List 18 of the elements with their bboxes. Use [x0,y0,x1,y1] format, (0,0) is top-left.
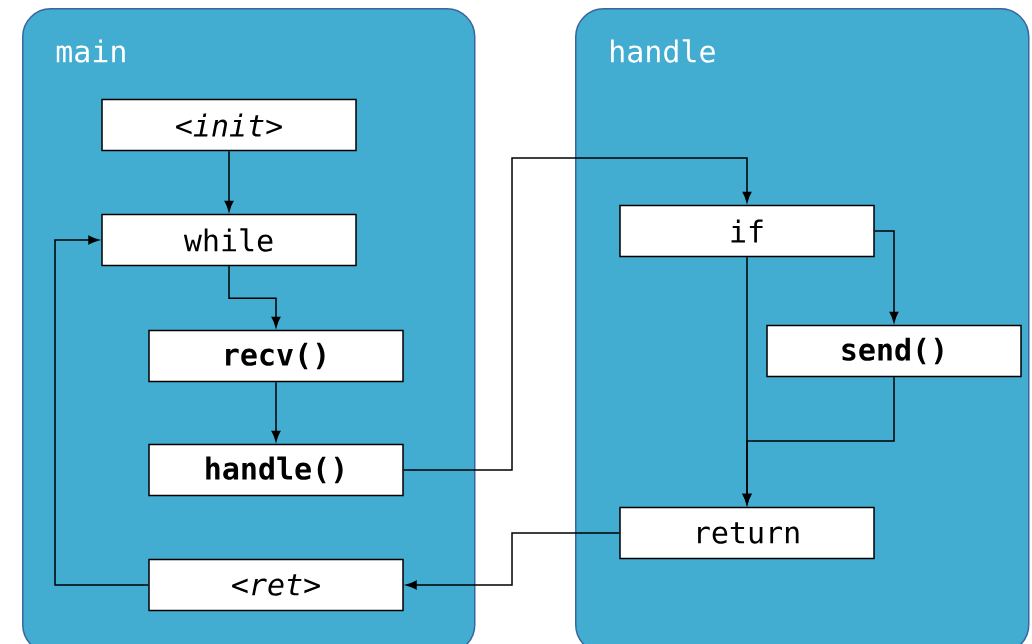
process-box: recv() [148,329,404,383]
process-box: if [619,204,875,258]
arrow [54,235,149,586]
process-box: <ret> [148,558,404,612]
panel-title: main [56,39,125,63]
arrow [271,381,281,442]
panel-title: handle [611,39,715,63]
arrow [742,376,895,505]
arrow [874,230,899,323]
process-box: handle() [148,443,404,497]
process-box: send() [766,324,1022,378]
process-box: <init> [101,98,357,152]
arrow [403,157,752,471]
arrow [406,532,620,590]
process-box: while [101,213,357,267]
arrow [224,150,234,212]
process-box: return [619,506,875,560]
arrow [228,265,281,328]
